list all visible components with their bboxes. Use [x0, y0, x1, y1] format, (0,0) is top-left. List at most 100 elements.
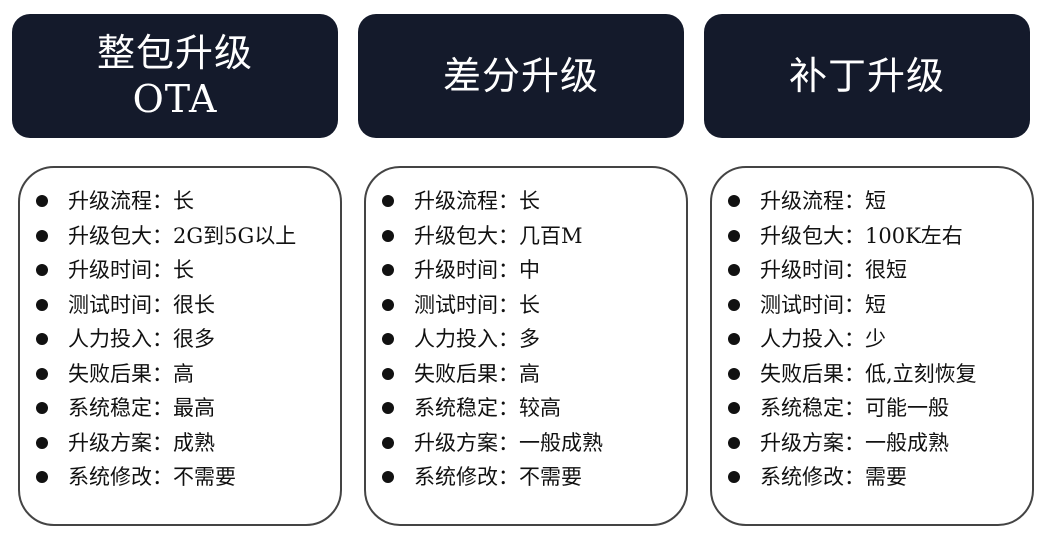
item-label: 失败后果： [760, 361, 865, 386]
item-label: 升级方案： [760, 430, 865, 455]
list-item: 测试时间：短 [712, 288, 1032, 323]
attribute-list: 升级流程：短 升级包大：100K左右 升级时间：很短 测试时间：短 人力投入：少… [712, 168, 1032, 495]
item-value: 短 [865, 292, 886, 317]
bullet-icon [728, 367, 740, 380]
item-value: 不需要 [519, 465, 582, 489]
bullet-icon [382, 264, 394, 276]
header-full-package-ota: 整包升级 OTA [12, 14, 338, 138]
bullet-icon [382, 298, 394, 311]
item-value: 100K左右 [865, 223, 963, 248]
item-label: 人力投入： [68, 327, 173, 351]
list-item: 失败后果：高 [366, 357, 686, 392]
item-value: 长 [519, 292, 540, 317]
item-value: 一般成熟 [519, 430, 603, 455]
item-value: 少 [865, 327, 886, 351]
item-label: 升级流程： [68, 189, 173, 213]
list-item: 升级时间：很短 [712, 253, 1032, 288]
item-value: 很多 [173, 327, 215, 351]
bullet-icon [36, 402, 48, 414]
item-value: 很长 [173, 292, 215, 317]
column-differential-upgrade: 差分升级 升级流程：长 升级包大：几百M 升级时间：中 测试时间：长 人力投入：… [358, 0, 696, 544]
list-item: 测试时间：长 [366, 288, 686, 323]
list-item: 升级方案：成熟 [20, 426, 340, 461]
item-label: 测试时间： [414, 292, 519, 317]
bullet-icon [728, 298, 740, 311]
item-value: 不需要 [173, 465, 236, 489]
header-title-line: 补丁升级 [788, 54, 945, 98]
bullet-icon [728, 402, 740, 414]
bullet-icon [36, 436, 48, 449]
header-title-line: 整包升级 [96, 31, 253, 75]
column-patch-upgrade: 补丁升级 升级流程：短 升级包大：100K左右 升级时间：很短 测试时间：短 人… [704, 0, 1042, 544]
item-label: 升级方案： [68, 430, 173, 455]
bullet-icon [382, 195, 394, 207]
bullet-icon [728, 471, 740, 483]
bullet-icon [36, 367, 48, 380]
bullet-icon [728, 436, 740, 449]
bullet-icon [728, 264, 740, 276]
item-value: 高 [519, 361, 540, 386]
attribute-list: 升级流程：长 升级包大：几百M 升级时间：中 测试时间：长 人力投入：多 失败后… [366, 168, 686, 495]
attribute-list: 升级流程：长 升级包大：2G到5G以上 升级时间：长 测试时间：很长 人力投入：… [20, 168, 340, 495]
list-item: 系统修改：不需要 [20, 460, 340, 495]
list-item: 系统修改：需要 [712, 460, 1032, 495]
card-patch-upgrade: 升级流程：短 升级包大：100K左右 升级时间：很短 测试时间：短 人力投入：少… [710, 166, 1034, 526]
item-value: 成熟 [173, 430, 215, 455]
list-item: 人力投入：少 [712, 322, 1032, 357]
item-value: 很短 [865, 258, 907, 282]
item-label: 升级时间： [760, 258, 865, 282]
list-item: 升级包大：2G到5G以上 [20, 219, 340, 254]
list-item: 升级流程：长 [366, 184, 686, 219]
card-full-package-ota: 升级流程：长 升级包大：2G到5G以上 升级时间：长 测试时间：很长 人力投入：… [18, 166, 342, 526]
item-label: 系统修改： [760, 465, 865, 489]
list-item: 人力投入：很多 [20, 322, 340, 357]
bullet-icon [382, 402, 394, 414]
list-item: 升级流程：长 [20, 184, 340, 219]
list-item: 升级包大：100K左右 [712, 219, 1032, 254]
item-label: 系统修改： [68, 465, 173, 489]
item-label: 升级包大： [760, 223, 865, 248]
item-value: 高 [173, 361, 194, 386]
list-item: 升级包大：几百M [366, 219, 686, 254]
item-label: 失败后果： [414, 361, 519, 386]
list-item: 系统稳定：较高 [366, 391, 686, 426]
list-item: 系统稳定：可能一般 [712, 391, 1032, 426]
item-value: 长 [173, 189, 194, 213]
item-label: 升级包大： [414, 223, 519, 248]
bullet-icon [382, 367, 394, 380]
bullet-icon [36, 264, 48, 276]
list-item: 升级时间：长 [20, 253, 340, 288]
item-label: 升级时间： [68, 258, 173, 282]
item-label: 系统修改： [414, 465, 519, 489]
bullet-icon [382, 471, 394, 483]
bullet-icon [36, 298, 48, 311]
item-label: 系统稳定： [414, 396, 519, 420]
item-label: 测试时间： [68, 292, 173, 317]
item-value: 需要 [865, 465, 907, 489]
item-value: 一般成熟 [865, 430, 949, 455]
item-label: 人力投入： [760, 327, 865, 351]
item-label: 升级包大： [68, 223, 173, 248]
column-full-package-ota: 整包升级 OTA 升级流程：长 升级包大：2G到5G以上 升级时间：长 测试时间… [12, 0, 350, 544]
item-value: 长 [173, 258, 194, 282]
bullet-icon [36, 229, 48, 242]
item-label: 升级时间： [414, 258, 519, 282]
item-label: 系统稳定： [760, 396, 865, 420]
list-item: 升级流程：短 [712, 184, 1032, 219]
list-item: 测试时间：很长 [20, 288, 340, 323]
item-value: 较高 [519, 396, 561, 420]
bullet-icon [36, 195, 48, 207]
list-item: 升级方案：一般成熟 [712, 426, 1032, 461]
bullet-icon [728, 195, 740, 207]
list-item: 人力投入：多 [366, 322, 686, 357]
bullet-icon [728, 229, 740, 242]
bullet-icon [382, 436, 394, 449]
item-value: 低,立刻恢复 [865, 361, 977, 386]
item-value: 多 [519, 327, 540, 351]
item-label: 失败后果： [68, 361, 173, 386]
item-value: 短 [865, 189, 886, 213]
item-value: 中 [519, 258, 540, 282]
item-value: 可能一般 [865, 396, 949, 420]
list-item: 失败后果：高 [20, 357, 340, 392]
item-label: 升级流程： [414, 189, 519, 213]
